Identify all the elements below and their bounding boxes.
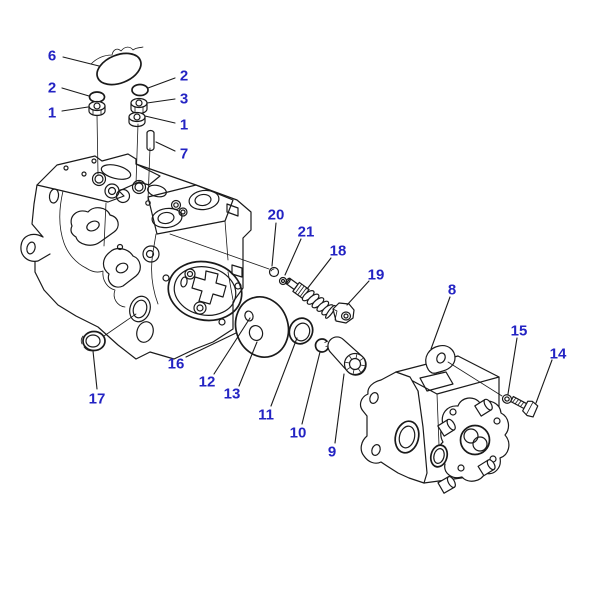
leader-line-10: [301, 351, 321, 425]
bolt-14: [510, 395, 539, 418]
leader-line-17: [92, 350, 98, 390]
callout-2: 2: [48, 80, 56, 97]
port-boss: [477, 459, 496, 477]
plug-1-right: [128, 111, 146, 128]
callout-1: 1: [48, 105, 56, 122]
leader-line-7: [155, 141, 176, 152]
valve-axis-line: [169, 233, 270, 270]
callout-20: 20: [268, 207, 285, 224]
callout-7: 7: [180, 146, 188, 163]
callout-21: 21: [298, 224, 315, 241]
port-boss: [474, 398, 493, 417]
callout-10: 10: [290, 425, 307, 442]
gear-bore: [463, 428, 479, 444]
callout-6: 6: [48, 48, 56, 65]
leader-line-1: [61, 106, 89, 112]
callout-16: 16: [168, 356, 185, 373]
callout-9: 9: [328, 444, 336, 461]
callout-1: 1: [180, 117, 188, 134]
bushing-9: [327, 336, 367, 376]
callout-8: 8: [448, 282, 456, 299]
leader-line-16: [185, 332, 237, 358]
callout-3: 3: [180, 91, 188, 108]
snap-ring-10: [314, 338, 330, 353]
callout-2: 2: [180, 68, 188, 85]
leader-line-15: [507, 337, 518, 395]
valve-plug-19: [332, 302, 355, 324]
oring-2-left: [88, 91, 106, 103]
valve-assembly: [169, 233, 355, 324]
port-boss: [437, 475, 456, 494]
rear-cover: [437, 397, 510, 482]
leader-line-8: [430, 296, 451, 350]
gear-pump-8: [359, 345, 510, 494]
callout-11: 11: [258, 407, 274, 424]
callout-18: 18: [330, 243, 347, 260]
bolt-axis-line: [447, 361, 503, 397]
pump-housing: [20, 153, 252, 360]
leader-line-13: [238, 341, 258, 387]
assembly-lines: [96, 114, 151, 201]
leader-line-9: [334, 373, 345, 444]
ring-21: [278, 276, 288, 286]
mounting-lug: [425, 345, 456, 374]
leader-line-18: [306, 257, 332, 290]
leader-line-3: [146, 98, 176, 104]
plug-17: [80, 313, 137, 352]
callout-14: 14: [550, 346, 567, 363]
port-boss: [437, 418, 456, 437]
ball-20: [268, 266, 280, 278]
gear-opening: [191, 270, 227, 305]
leader-line-12: [213, 317, 251, 375]
gasket-6: [90, 46, 144, 86]
valve-plate: [234, 296, 290, 358]
leader-line-1: [144, 115, 176, 124]
callout-19: 19: [368, 267, 385, 284]
callout-13: 13: [224, 386, 241, 403]
pump-nameplate: [419, 371, 454, 392]
gear-bore: [472, 436, 488, 452]
leader-line-2: [147, 77, 176, 89]
ring-11: [288, 317, 314, 345]
leader-line-19: [346, 280, 370, 306]
pin-7: [146, 129, 155, 152]
callout-12: 12: [199, 374, 216, 391]
leader-line-14: [535, 359, 553, 404]
plug-1-left: [88, 100, 106, 117]
leader-line-2: [61, 87, 90, 97]
washer-15: [501, 394, 513, 404]
callout-17: 17: [89, 391, 106, 408]
leader-line-20: [271, 222, 277, 267]
oring-2-right: [131, 83, 149, 97]
plug-3: [130, 97, 148, 115]
leader-line-11: [270, 337, 298, 407]
break-line: [90, 46, 144, 65]
callout-15: 15: [511, 323, 528, 340]
leader-line-21: [284, 238, 302, 276]
valve-spring-18: [285, 277, 336, 319]
leader-line-6: [62, 56, 100, 67]
